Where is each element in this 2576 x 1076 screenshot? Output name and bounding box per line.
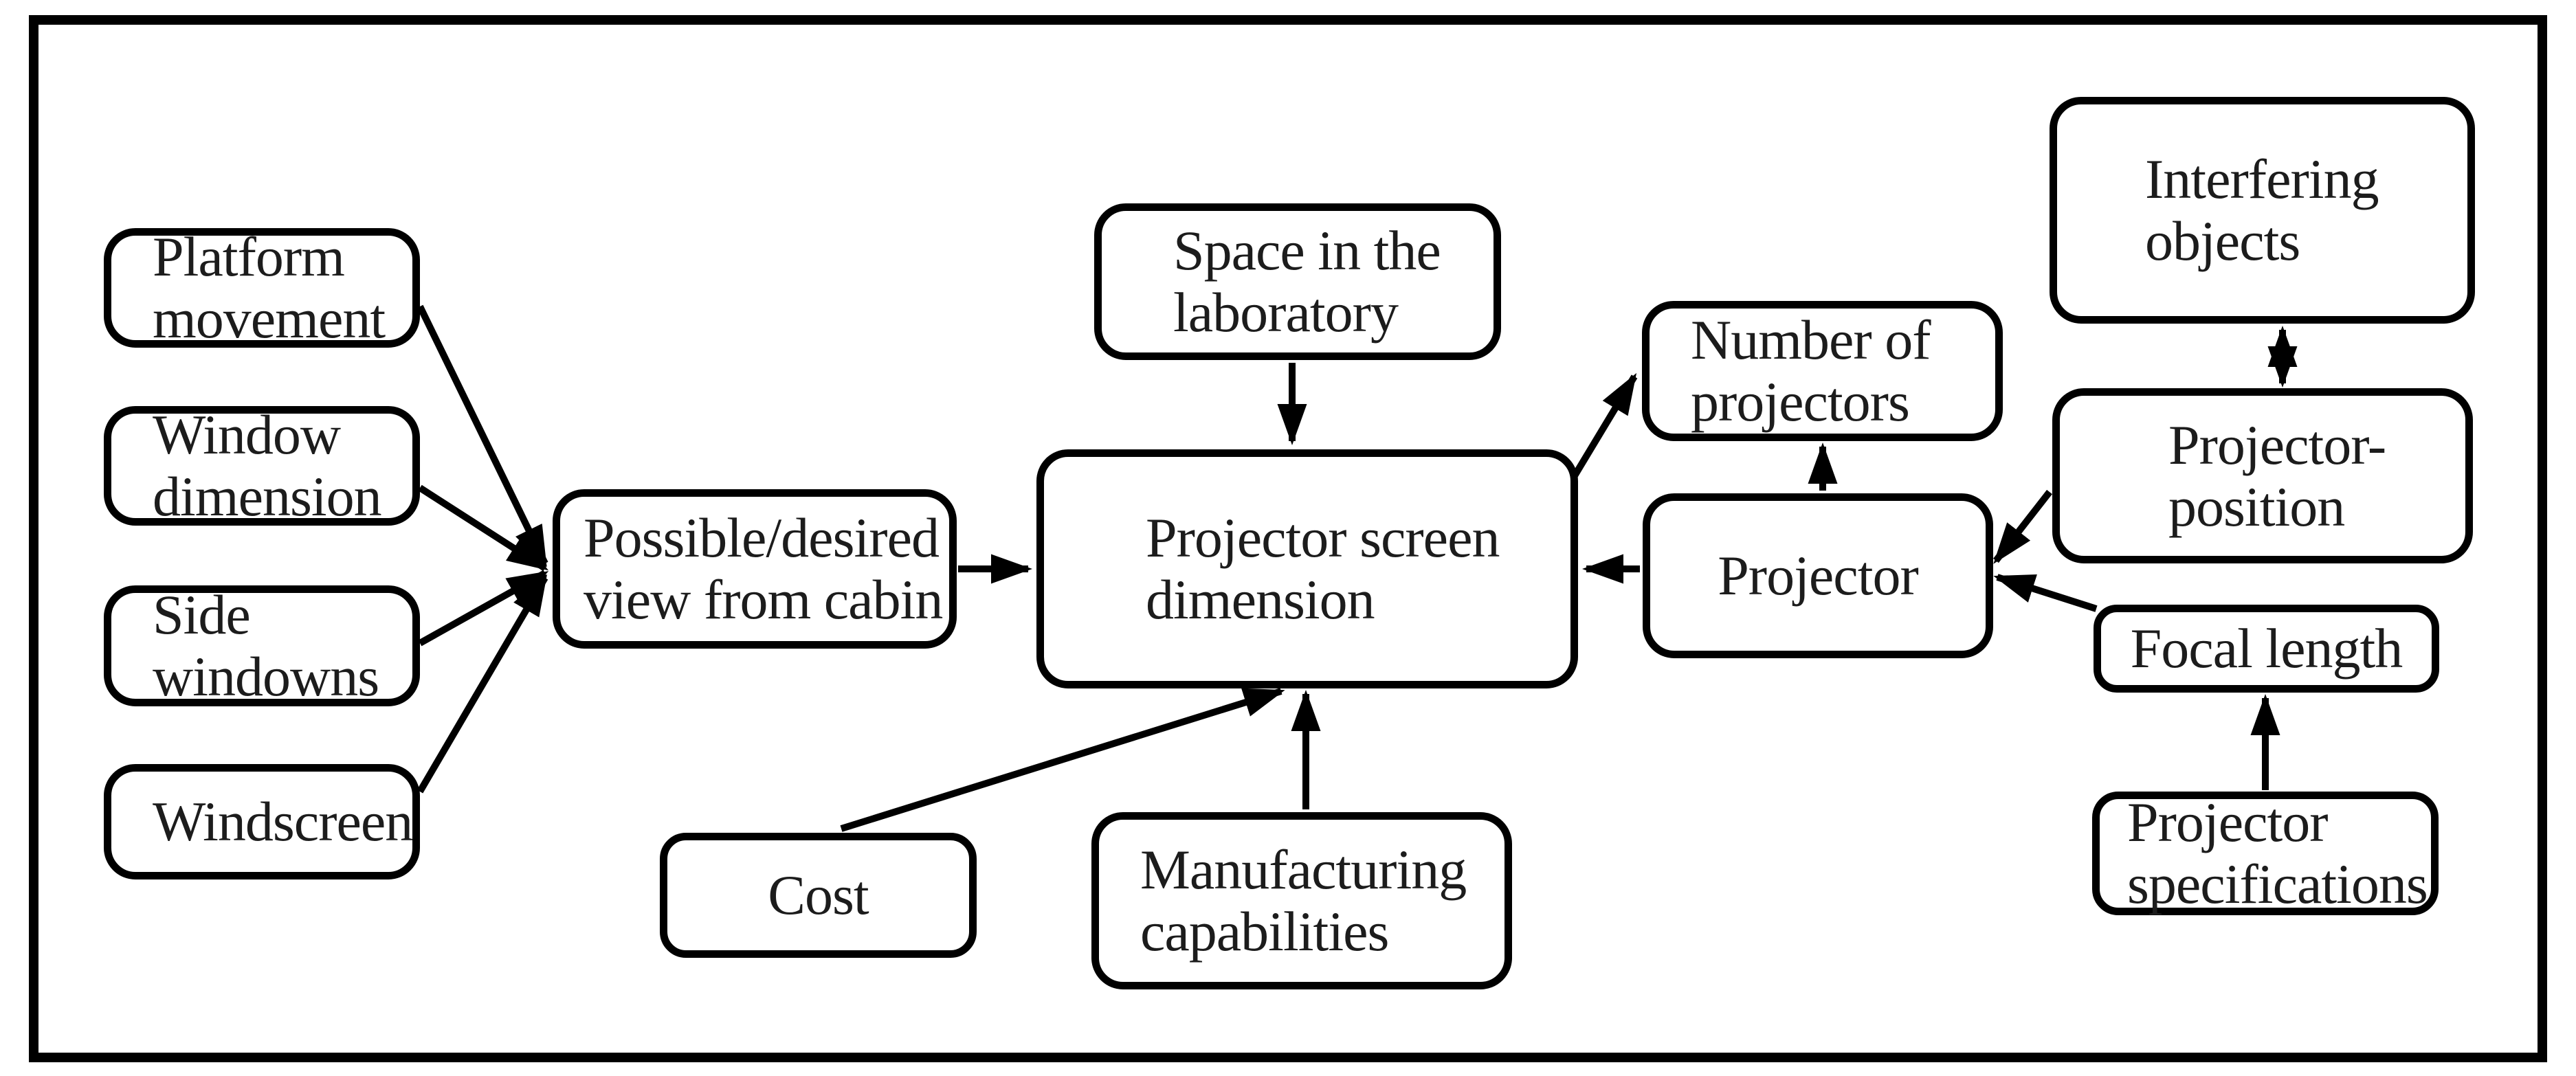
node-manufacturing: Manufacturing capabilities [1091, 812, 1512, 989]
edge-screen-dimension-to-number-projectors [1570, 372, 1638, 479]
node-space-laboratory-label: Space in the laboratory [1173, 219, 1441, 344]
node-projector-specifications: Projector specifications [2092, 792, 2439, 915]
edge-cost-to-screen-dimension [840, 688, 1285, 832]
node-projector-position-label: Projector- position [2168, 413, 2386, 538]
node-platform-movement-label: Platform movement [153, 225, 386, 350]
node-screen-dimension-label: Projector screen dimension [1146, 506, 1500, 631]
edge-focal-length-to-projector [1993, 574, 2098, 612]
node-number-projectors-label: Number of projectors [1691, 309, 1931, 433]
edge-window-dimension-to-possible-view [418, 484, 549, 572]
node-projector-label: Projector [1718, 544, 1919, 607]
node-projector-position: Projector- position [2052, 388, 2473, 563]
node-interfering-objects: Interfering objects [2050, 97, 2475, 324]
node-windscreen: Windscreen [104, 764, 420, 879]
node-side-windows: Side windowns [104, 583, 420, 708]
node-screen-dimension: Projector screen dimension [1036, 449, 1578, 688]
node-window-dimension-label: Window dimension [153, 403, 382, 528]
node-window-dimension: Window dimension [104, 403, 420, 528]
node-possible-view-label: Possible/desired view from cabin [584, 506, 943, 631]
node-projector-specifications-label: Projector specifications [2127, 791, 2428, 915]
edge-platform-movement-to-possible-view [417, 304, 548, 568]
node-interfering-objects-label: Interfering objects [2145, 148, 2379, 272]
node-focal-length-label: Focal length [2130, 617, 2403, 680]
node-projector: Projector [1643, 493, 1993, 658]
node-number-projectors: Number of projectors [1642, 301, 2003, 441]
node-platform-movement: Platform movement [104, 225, 420, 350]
node-focal-length: Focal length [2094, 605, 2439, 693]
node-space-laboratory: Space in the laboratory [1094, 203, 1501, 360]
node-possible-view: Possible/desired view from cabin [553, 489, 957, 649]
node-cost: Cost [660, 833, 977, 958]
node-windscreen-label: Windscreen [153, 790, 413, 853]
node-side-windows-label: Side windowns [153, 583, 379, 708]
node-manufacturing-label: Manufacturing capabilities [1140, 838, 1467, 963]
edge-windscreen-to-possible-view [417, 574, 548, 794]
node-cost-label: Cost [768, 864, 869, 926]
edge-projector-position-to-projector [1993, 489, 2052, 564]
diagram-frame [29, 15, 2547, 1062]
